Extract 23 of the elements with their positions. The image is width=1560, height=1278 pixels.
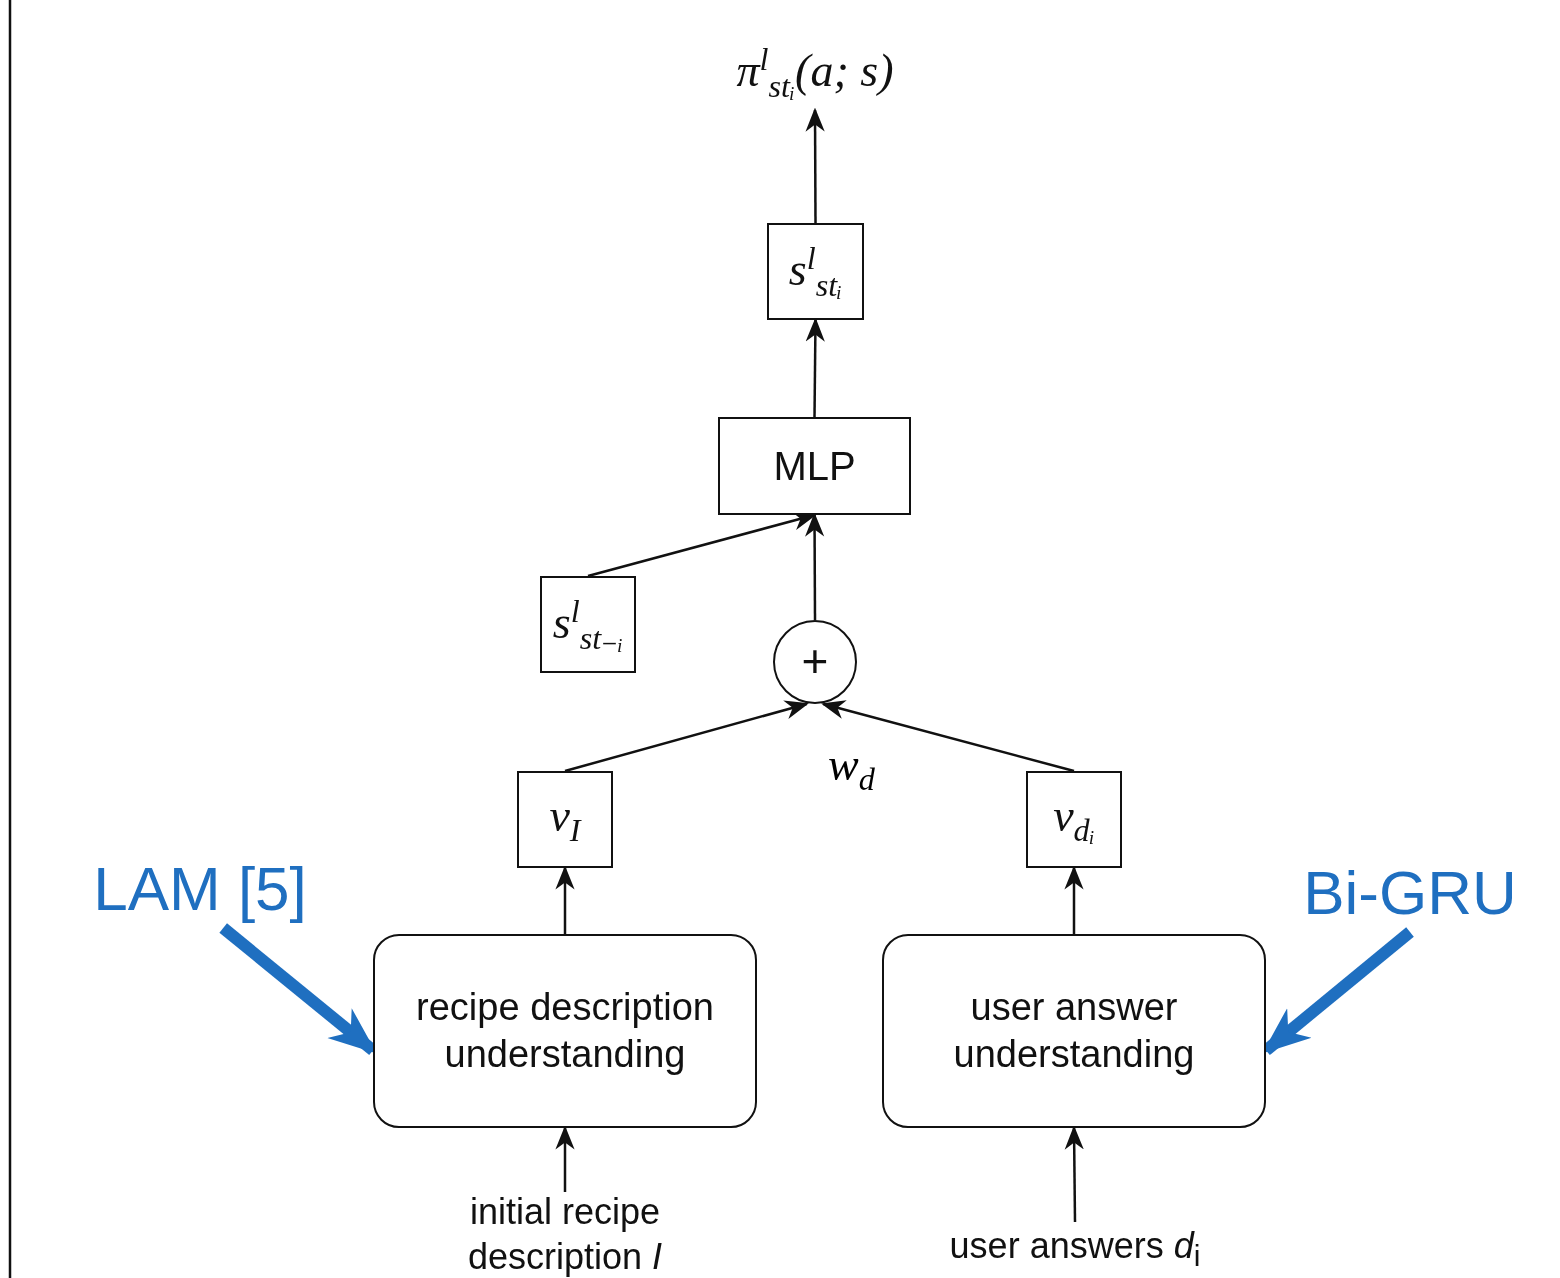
node-label: MLP [773, 443, 856, 490]
state-box [540, 576, 636, 673]
process-box [882, 934, 1266, 1128]
process-box [718, 417, 911, 515]
arrow [1064, 1125, 1084, 1222]
arrow [555, 1125, 575, 1192]
annotation-text: Bi-GRU [1303, 856, 1517, 928]
vector-box [517, 771, 613, 868]
arrow [564, 700, 809, 773]
annotation-text: LAM [5] [93, 852, 307, 924]
vector-box [1026, 771, 1122, 868]
input-text: initial recipe description I [466, 1190, 664, 1278]
node-label: v$_{dᵢ}$ [1053, 792, 1095, 847]
process-box [373, 934, 757, 1128]
output-formula: π$^{l}$$_{stᵢ}$(a; s) [736, 43, 894, 102]
input-text: user answers d$_{i}$ [949, 1224, 1201, 1275]
node-label: user answer understanding [952, 984, 1196, 1077]
node-label: + [801, 634, 829, 690]
arrow [805, 107, 825, 223]
state-box [767, 223, 864, 320]
node-label: v$_{I}$ [549, 792, 581, 847]
arrow [821, 700, 1075, 773]
node-label: recipe description understanding [415, 984, 715, 1077]
